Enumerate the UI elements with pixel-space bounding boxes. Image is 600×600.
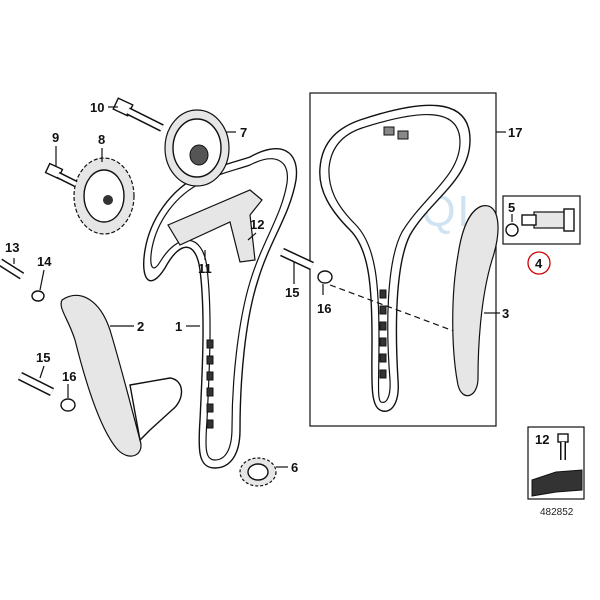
- tensioner-rail-2: [60, 294, 142, 457]
- callout-3: 3: [502, 306, 509, 321]
- callout-2: 2: [137, 319, 144, 334]
- rail-bracket-2: [129, 377, 183, 442]
- callout-12-diagram: 12: [250, 217, 264, 232]
- chain-guide-11: [167, 189, 263, 263]
- callout-4: 4: [535, 256, 543, 271]
- callout-10: 10: [90, 100, 104, 115]
- callout-5: 5: [508, 200, 515, 215]
- callout-16-right: 16: [317, 301, 331, 316]
- tensioner-rail-3: [452, 205, 499, 397]
- chain-connector-link: [383, 126, 409, 140]
- bolt-10: [112, 97, 164, 132]
- upper-chain-17: [319, 104, 471, 412]
- callout-17: 17: [508, 125, 522, 140]
- rail-assembly-box: [309, 92, 497, 427]
- seal-ring-16-right: [317, 270, 333, 284]
- callout-1: 1: [175, 319, 182, 334]
- callout-9: 9: [52, 130, 59, 145]
- chain-links-17: [379, 289, 387, 379]
- callout-6: 6: [291, 460, 298, 475]
- seal-ring-5: [505, 223, 519, 237]
- callout-12-legend: 12: [535, 432, 549, 447]
- bolt-15-left: [17, 371, 55, 397]
- callout-15-left: 15: [36, 350, 50, 365]
- reference-number: 482852: [540, 507, 574, 518]
- camshaft-adjuster-7: [164, 109, 230, 187]
- callout-15-right: 15: [285, 285, 299, 300]
- callout-16-left: 16: [62, 369, 76, 384]
- tensioner-highlight-circle: [527, 251, 551, 275]
- sprocket-8: [73, 157, 135, 235]
- legend-arrow-icon: [531, 469, 583, 497]
- chain-links-1: [206, 339, 214, 429]
- callout-8: 8: [98, 132, 105, 147]
- callout-14: 14: [37, 254, 52, 269]
- seal-ring-16-left: [60, 398, 76, 412]
- bolt-9: [44, 162, 78, 188]
- bolt-15-right: [280, 247, 314, 271]
- callout-7: 7: [240, 125, 247, 140]
- pin-13: [0, 258, 25, 280]
- seal-ring-14: [31, 290, 45, 302]
- leader-lines: [13, 106, 513, 468]
- crank-sprocket-6: [239, 457, 277, 487]
- timing-chain-1: [143, 148, 298, 469]
- chain-tensioner-4: [521, 208, 575, 232]
- bolt-12-legend: [557, 433, 569, 460]
- callout-11: 11: [198, 261, 212, 276]
- callout-13: 13: [5, 240, 19, 255]
